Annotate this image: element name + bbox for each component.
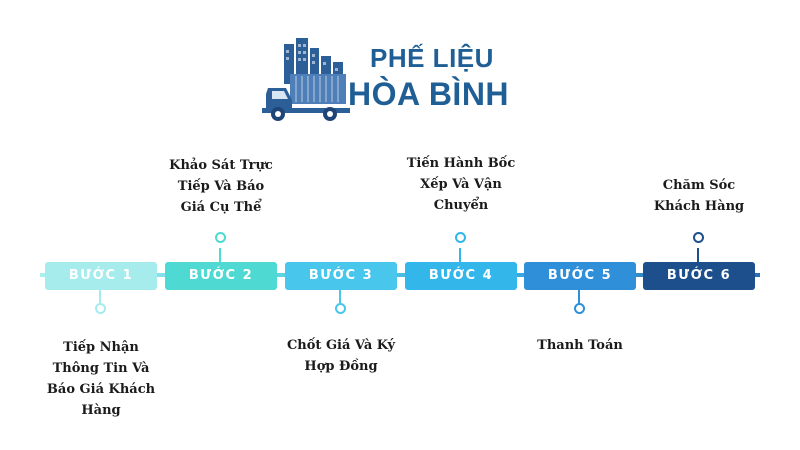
step-4-box: BƯỚC 4 (405, 262, 517, 290)
step-1-stem (99, 290, 101, 304)
step-1-line-1: Tiếp Nhận (63, 340, 139, 355)
step-6-line-1: Chăm Sóc (662, 178, 736, 193)
step-1-line-4: Hàng (81, 403, 121, 418)
step-6-marker (693, 232, 704, 243)
step-5-description: Thanh Toán (505, 335, 655, 356)
step-4-stem (459, 248, 461, 262)
step-6-description: Chăm Sóc Khách Hàng (624, 175, 774, 217)
step-5-line-1: Thanh Toán (537, 338, 623, 353)
step-2-description: Khảo Sát Trực Tiếp Và Báo Giá Cụ Thể (146, 155, 296, 218)
step-1-marker (95, 303, 106, 314)
step-2-line-3: Giá Cụ Thể (180, 200, 262, 215)
brand-name-line-1: PHẾ LIỆU (370, 43, 494, 73)
step-4-marker (455, 232, 466, 243)
step-5-stem (578, 290, 580, 304)
step-3-line-2: Hợp Đồng (304, 359, 378, 374)
brand-name-line-2: HÒA BÌNH (348, 76, 510, 112)
step-5-box: BƯỚC 5 (524, 262, 636, 290)
step-2-line-2: Tiếp Và Báo (177, 179, 265, 194)
step-1-line-3: Báo Giá Khách (46, 382, 156, 397)
step-2-box: BƯỚC 2 (165, 262, 277, 290)
step-3-box: BƯỚC 3 (285, 262, 397, 290)
truck-building-icon (262, 38, 350, 121)
step-1-line-2: Thông Tin Và (52, 361, 150, 376)
step-2-marker (215, 232, 226, 243)
logo: PHẾ LIỆU HÒA BÌNH (262, 38, 512, 123)
step-5-marker (574, 303, 585, 314)
timeline-connector (40, 273, 760, 277)
step-4-line-1: Tiến Hành Bốc (406, 156, 516, 171)
step-3-description: Chốt Giá Và Ký Hợp Đồng (266, 335, 416, 377)
step-1-box: BƯỚC 1 (45, 262, 157, 290)
step-3-line-1: Chốt Giá Và Ký (286, 338, 396, 353)
step-4-line-3: Chuyển (433, 198, 489, 213)
step-2-line-1: Khảo Sát Trực (169, 158, 273, 173)
step-6-stem (697, 248, 699, 262)
step-2-stem (219, 248, 221, 262)
step-1-description: Tiếp Nhận Thông Tin Và Báo Giá Khách Hàn… (26, 337, 176, 421)
step-6-line-2: Khách Hàng (653, 199, 745, 214)
step-3-stem (339, 290, 341, 304)
step-3-marker (335, 303, 346, 314)
step-4-description: Tiến Hành Bốc Xếp Và Vận Chuyển (386, 153, 536, 216)
step-4-line-2: Xếp Và Vận (420, 177, 502, 192)
step-6-box: BƯỚC 6 (643, 262, 755, 290)
